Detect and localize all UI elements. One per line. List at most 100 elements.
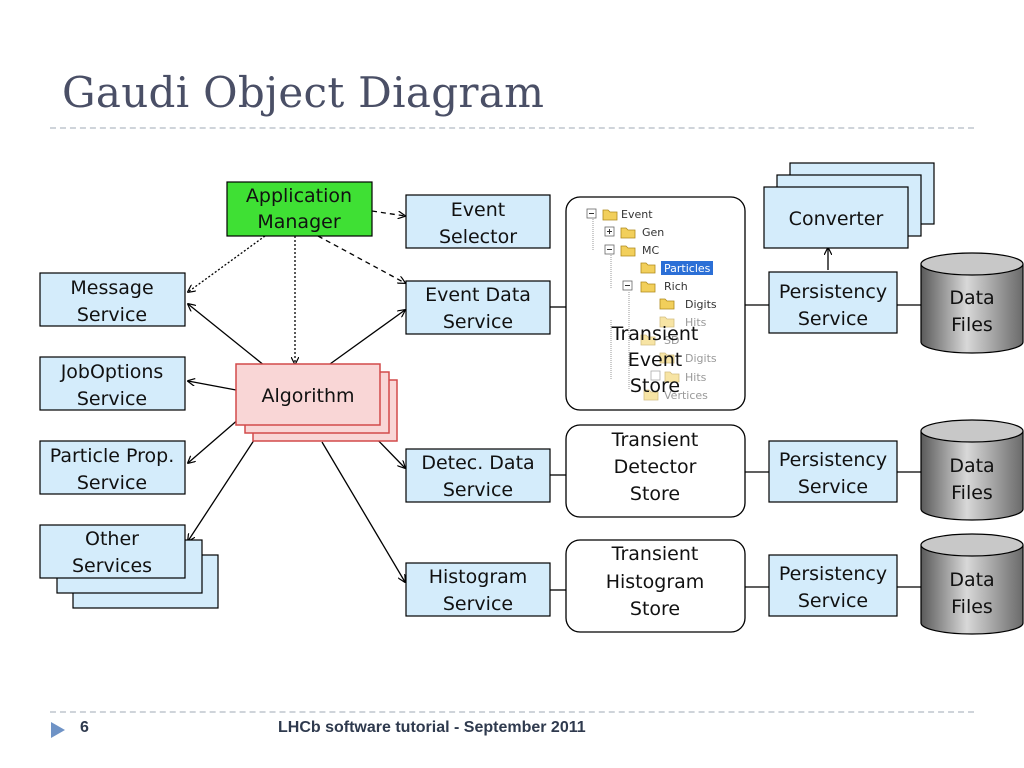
particle-prop-service-box: Particle Prop. Service [39, 440, 186, 495]
data-files-cylinder: Data Files [920, 533, 1024, 635]
svg-text:Files: Files [951, 314, 993, 336]
svg-text:Event Data: Event Data [425, 284, 531, 306]
svg-text:Other: Other [85, 528, 139, 550]
converter-stack: Converter [763, 162, 935, 249]
connector-alg-message [188, 304, 266, 367]
folder-icon [604, 244, 636, 257]
svg-text:Service: Service [77, 472, 147, 494]
svg-text:JobOptions: JobOptions [60, 361, 164, 383]
event-data-service-box: Event Data Service [405, 280, 551, 335]
title-divider [50, 127, 974, 129]
folder-icon [640, 334, 656, 346]
connector-alg-eventdata [329, 310, 405, 365]
transient-detector-store-box: Transient Detector Store [565, 424, 746, 518]
svg-text:Message: Message [70, 277, 153, 299]
footer-divider [50, 711, 974, 713]
folder-icon [659, 316, 675, 328]
data-files-cylinder: Data Files [920, 252, 1024, 354]
connector-alg-joboptions [188, 381, 237, 391]
svg-text:Application: Application [246, 185, 352, 207]
svg-text:Data: Data [949, 287, 994, 309]
svg-text:Detec. Data: Detec. Data [421, 452, 534, 474]
svg-text:Hits: Hits [685, 371, 707, 384]
transient-histogram-store-box: Transient Histogram Store [565, 539, 746, 633]
persistency-service-box: Persistency Service [768, 440, 898, 503]
svg-text:Transient: Transient [611, 429, 699, 451]
svg-text:Service: Service [443, 311, 513, 333]
svg-text:Store: Store [630, 598, 680, 620]
svg-text:Service: Service [798, 590, 868, 612]
svg-text:Persistency: Persistency [779, 449, 887, 471]
svg-text:Rich: Rich [664, 280, 688, 293]
transient-event-store-box: Event Gen MC Particles [565, 196, 746, 411]
svg-text:MC: MC [642, 244, 659, 257]
connector-alg-other [188, 427, 263, 541]
connector-appmgr-eventselector [371, 210, 405, 216]
connector-appmgr-message [188, 235, 266, 292]
folder-icon [659, 352, 675, 364]
svg-text:Manager: Manager [257, 211, 340, 233]
connector-alg-particleprop [188, 417, 241, 463]
svg-text:Gen: Gen [642, 226, 664, 239]
connector-alg-histogram [321, 441, 405, 582]
folder-icon [622, 280, 656, 293]
play-arrow-icon [51, 722, 65, 738]
svg-text:Service: Service [443, 479, 513, 501]
svg-text:Persistency: Persistency [779, 563, 887, 585]
svg-text:SD: SD [664, 334, 679, 347]
message-service-box: Message Service [39, 272, 186, 327]
svg-text:Selector: Selector [439, 226, 517, 248]
application-manager-box: Application Manager [226, 181, 373, 237]
folder-icon [640, 262, 656, 274]
detec-data-service-box: Detec. Data Service [405, 448, 551, 503]
other-services-stack: Other Services [39, 524, 219, 609]
svg-text:Persistency: Persistency [779, 281, 887, 303]
histogram-service-box: Histogram Service [405, 562, 551, 617]
svg-text:Files: Files [951, 596, 993, 618]
svg-text:Service: Service [77, 304, 147, 326]
persistency-service-box: Persistency Service [768, 271, 898, 334]
folder-icon [586, 208, 618, 221]
svg-text:Services: Services [72, 555, 152, 577]
svg-text:Hits: Hits [685, 316, 707, 329]
slide-title: Gaudi Object Diagram [62, 68, 545, 117]
svg-text:Store: Store [630, 375, 680, 397]
connector-appmgr-eventdata [317, 235, 405, 283]
svg-text:Histogram: Histogram [429, 566, 528, 588]
algorithm-stack: Algorithm [235, 363, 398, 442]
svg-text:Vertices: Vertices [664, 389, 708, 402]
svg-text:Data: Data [949, 455, 994, 477]
svg-text:Service: Service [443, 593, 513, 615]
svg-text:Data: Data [949, 569, 994, 591]
svg-text:Files: Files [951, 482, 993, 504]
svg-text:Service: Service [798, 476, 868, 498]
svg-text:Algorithm: Algorithm [261, 385, 354, 407]
folder-icon [604, 226, 636, 239]
svg-text:Service: Service [798, 308, 868, 330]
svg-text:Particles: Particles [664, 262, 711, 275]
svg-text:Particle Prop.: Particle Prop. [50, 445, 174, 467]
event-selector-box: Event Selector [405, 194, 551, 249]
svg-text:Detector: Detector [614, 456, 697, 478]
data-files-cylinder: Data Files [920, 419, 1024, 521]
svg-text:Event: Event [451, 199, 505, 221]
svg-text:Transient: Transient [611, 543, 699, 565]
joboptions-service-box: JobOptions Service [39, 356, 186, 411]
svg-text:Service: Service [77, 388, 147, 410]
svg-text:Store: Store [630, 483, 680, 505]
tree-selection-highlight [661, 261, 713, 275]
event-tree: Event Gen MC Particles [586, 208, 717, 402]
footer-text: LHCb software tutorial - September 2011 [278, 719, 586, 736]
svg-text:Event: Event [621, 208, 653, 221]
svg-text:Digits: Digits [685, 352, 717, 365]
svg-text:Event: Event [628, 349, 682, 371]
page-number: 6 [80, 719, 89, 736]
persistency-service-box: Persistency Service [768, 554, 898, 617]
folder-icon [643, 389, 659, 401]
folder-icon [650, 370, 680, 383]
svg-text:Histogram: Histogram [606, 571, 705, 593]
svg-text:Transient: Transient [611, 323, 699, 345]
folder-icon [659, 298, 675, 310]
svg-text:Digits: Digits [685, 298, 717, 311]
